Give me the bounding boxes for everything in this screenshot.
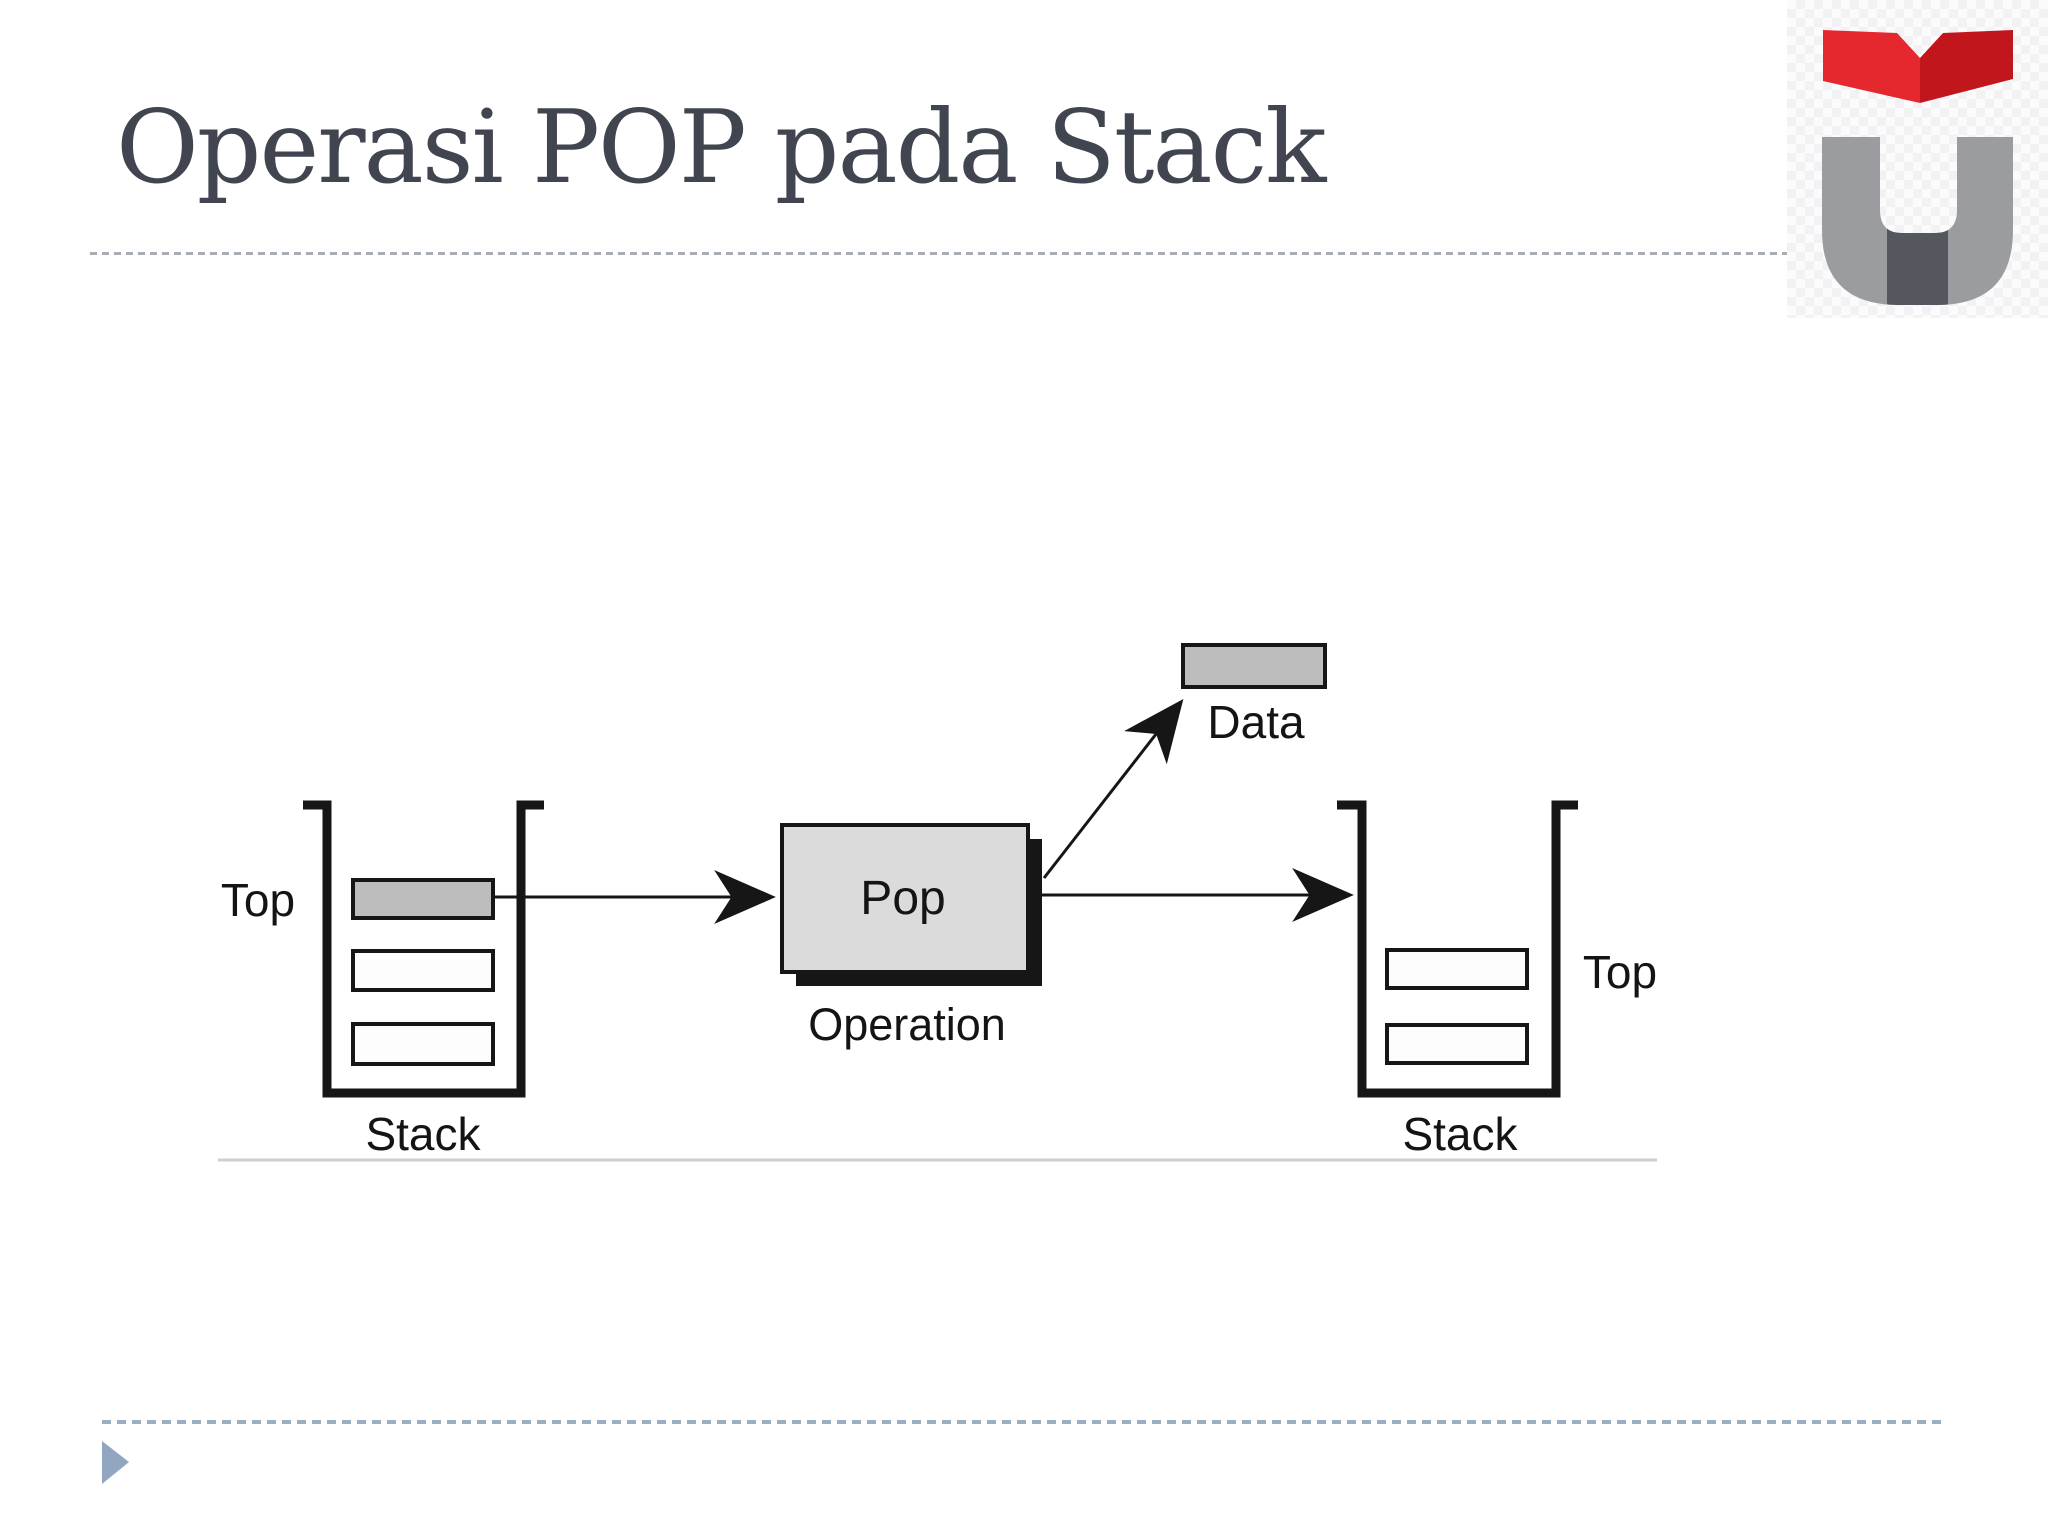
left-stack-empty-item bbox=[351, 949, 495, 992]
right-stack-empty-item bbox=[1385, 948, 1529, 990]
right-stack-top-label: Top bbox=[1583, 946, 1657, 998]
left-stack-caption: Stack bbox=[365, 1108, 481, 1160]
left-stack-top-item bbox=[351, 878, 495, 920]
data-label: Data bbox=[1207, 696, 1305, 748]
logo-book-right-page-icon bbox=[1920, 30, 2013, 103]
logo-book-left-page-icon bbox=[1823, 30, 1920, 103]
logo-graphic bbox=[1822, 30, 2013, 305]
right-stack-container bbox=[1337, 800, 1578, 1098]
footer-rule bbox=[102, 1420, 1947, 1424]
university-logo bbox=[1787, 0, 2048, 318]
operation-caption: Operation bbox=[808, 999, 1006, 1050]
title-underline-rule bbox=[90, 252, 1787, 255]
right-stack-caption: Stack bbox=[1402, 1108, 1518, 1160]
page-title: Operasi POP pada Stack bbox=[116, 88, 1326, 206]
logo-u-icon bbox=[1822, 137, 2013, 305]
left-stack-empty-item bbox=[351, 1022, 495, 1066]
left-stack-top-label: Top bbox=[221, 874, 295, 926]
right-stack-empty-item bbox=[1385, 1023, 1529, 1065]
logo-u-shade bbox=[1887, 220, 1948, 305]
data-box bbox=[1181, 643, 1327, 689]
pop-box bbox=[780, 823, 1030, 974]
footer-bullet-triangle-icon bbox=[102, 1441, 129, 1484]
pop-to-data-arrow bbox=[1042, 698, 1184, 879]
pop-box-label: Pop bbox=[860, 872, 945, 925]
left-stack-container bbox=[303, 800, 544, 1098]
